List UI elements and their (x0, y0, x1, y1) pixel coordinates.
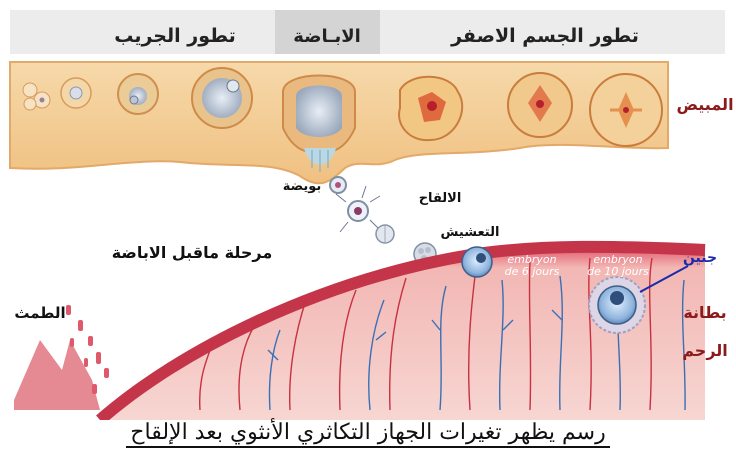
corpus-luteum-mid (507, 72, 573, 138)
endometrium-label-line1: بطانة (683, 303, 726, 322)
pre-ovulation-label: مرحلة ماقبل الاباضة (112, 243, 273, 262)
follicle-primary (60, 77, 92, 109)
embryo-day6-line2: de 6 jours (505, 265, 560, 278)
corpus-luteum-early (398, 75, 464, 142)
follicle-development-label: تطور الجريب (114, 25, 236, 47)
embryo-pointer-line (639, 265, 689, 293)
endometrium-label-line2: الرحم (682, 341, 728, 360)
ovary-uterus-diagram: تطور الجريب الابـاضة تطور الجسم الاصفر (9, 10, 734, 425)
endometrium-surface (96, 240, 706, 425)
embryo-label: جنين (683, 250, 717, 266)
embryo-day10-line1: embryon (593, 253, 642, 266)
follicle-tertiary (191, 67, 253, 129)
blastocyst-day6 (461, 246, 493, 278)
ovum-cell (329, 176, 347, 194)
ovulation-header-cell (275, 10, 380, 54)
embryo-day10-line2: de 10 jours (587, 265, 649, 278)
fertilization-label: الالقاح (419, 191, 462, 206)
fertilized-egg (335, 185, 381, 233)
zygote (375, 224, 395, 244)
endometrial-glands (198, 257, 653, 411)
figure-caption-text: رسم يظهر تغيرات الجهاز التكاثري الأنثوي … (126, 420, 610, 448)
follicle-primordial (22, 82, 51, 111)
figure-caption: رسم يظهر تغيرات الجهاز التكاثري الأنثوي … (0, 420, 736, 448)
follicle-graafian (282, 74, 356, 172)
ovulation-label: الابـاضة (293, 26, 361, 47)
embryo-day6-line1: embryon (507, 253, 556, 266)
uterine-lining (100, 246, 705, 420)
menstrual-debris (14, 305, 109, 410)
blastocyst-day10 (588, 276, 646, 334)
corpus-luteum-development-label: تطور الجسم الاصفر (450, 25, 639, 47)
menstruation-label: الطمث (14, 304, 65, 322)
ovary-label: المبيض (676, 95, 733, 114)
corpus-luteum-late (589, 73, 663, 147)
nidation-label: التعشيش (441, 225, 500, 240)
follicle-secondary (117, 73, 159, 115)
ovum-label: بويضة (283, 179, 322, 194)
